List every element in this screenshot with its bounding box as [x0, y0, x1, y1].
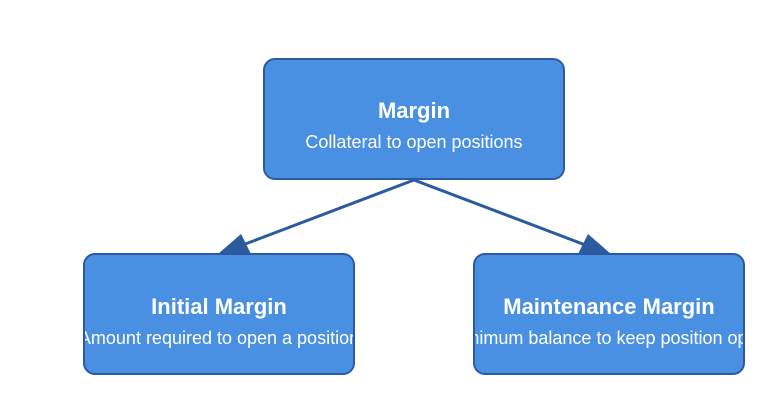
node-margin: Margin Collateral to open positions	[263, 58, 565, 180]
node-margin-title: Margin	[377, 98, 451, 123]
node-margin-description: Collateral to open positions	[305, 132, 523, 152]
node-initial-margin-title: Initial Margin	[151, 294, 287, 319]
arrowhead-initial	[218, 234, 251, 254]
node-maintenance-margin-description: Minimum balance to keep position open	[475, 328, 743, 348]
connector-root-to-maintenance	[413, 178, 589, 248]
node-maintenance-margin: Maintenance Margin Minimum balance to ke…	[473, 253, 745, 375]
node-initial-margin-description: Amount required to open a position	[83, 328, 355, 348]
connector-root-to-initial	[239, 178, 415, 248]
node-maintenance-margin-title: Maintenance Margin	[503, 294, 715, 319]
arrowhead-maintenance	[578, 234, 611, 254]
node-initial-margin: Initial Margin Amount required to open a…	[83, 253, 355, 375]
